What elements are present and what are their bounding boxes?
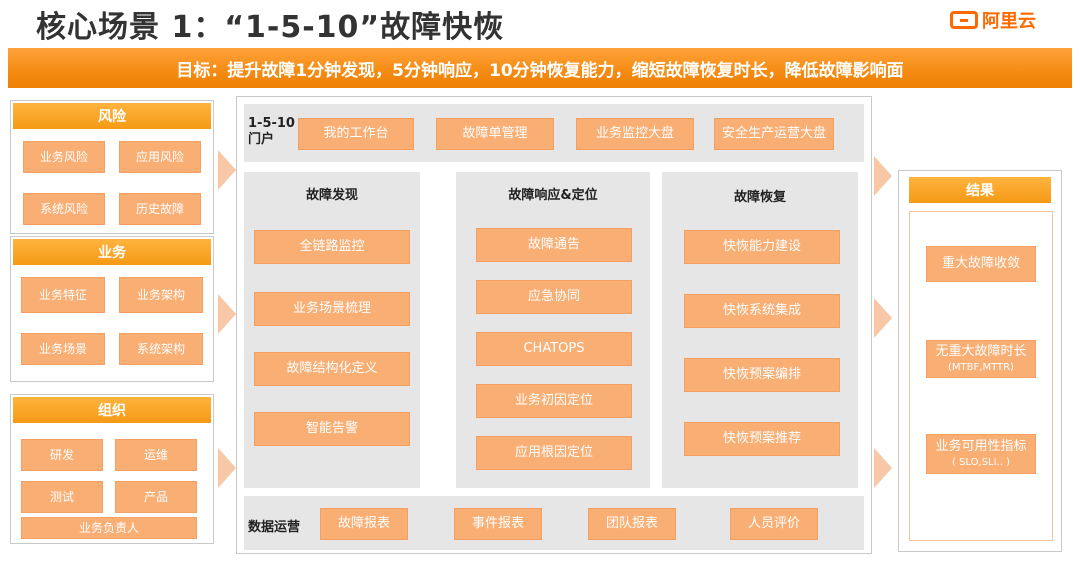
risk-item: 业务风险 (23, 141, 105, 173)
risk-item: 应用风险 (119, 141, 201, 173)
result-item-main: 无重大故障时长 (935, 343, 1027, 359)
logo-text: 阿里云 (982, 11, 1036, 32)
portal-label-line2: 门户 (248, 132, 275, 148)
data-ops-item: 团队报表 (588, 508, 676, 540)
result-item: 重大故障收敛 (926, 246, 1036, 282)
result-header: 结果 (909, 177, 1051, 203)
portal-item: 业务监控大盘 (576, 118, 694, 150)
recovery-item: 快恢能力建设 (684, 230, 840, 264)
recovery-item: 快恢系统集成 (684, 294, 840, 328)
org-header: 组织 (13, 397, 211, 423)
business-panel: 业务 业务特征 业务架构 业务场景 系统架构 (10, 236, 214, 382)
data-ops-label: 数据运营 (248, 520, 301, 535)
business-item: 业务架构 (119, 277, 203, 313)
result-list: 重大故障收敛 无重大故障时长 (MTBF,MTTR) 业务可用性指标 ( SLO… (909, 211, 1053, 541)
column-title: 故障发现 (305, 188, 358, 203)
business-header: 业务 (13, 239, 211, 265)
column-recovery: 故障恢复 快恢能力建设 快恢系统集成 快恢预案编排 快恢预案推荐 (662, 172, 858, 488)
result-item: 无重大故障时长 (MTBF,MTTR) (926, 340, 1036, 378)
column-discovery: 故障发现 全链路监控 业务场景梳理 故障结构化定义 智能告警 (244, 172, 420, 488)
org-item: 测试 (21, 481, 103, 513)
goal-banner: 目标：提升故障1分钟发现，5分钟响应，10分钟恢复能力，缩短故障恢复时长，降低故… (8, 48, 1072, 88)
org-item-wide: 业务负责人 (21, 517, 197, 539)
result-item-sub: (MTBF,MTTR) (948, 361, 1014, 373)
portal-label: 1-5-10 门户 (248, 116, 302, 149)
arrow-right-icon (218, 150, 236, 190)
org-item: 运维 (115, 439, 197, 471)
page-title: 核心场景 1：“1-5-10”故障快恢 (36, 10, 505, 45)
business-item: 业务场景 (21, 333, 105, 365)
arrow-right-icon (874, 156, 892, 196)
column-response: 故障响应&定位 故障通告 应急协同 CHATOPS 业务初因定位 应用根因定位 (456, 172, 650, 488)
risk-header: 风险 (13, 103, 211, 129)
discovery-item: 业务场景梳理 (254, 292, 410, 326)
recovery-item: 快恢预案编排 (684, 358, 840, 392)
org-panel: 组织 研发 运维 测试 产品 业务负责人 (10, 394, 214, 544)
result-panel: 结果 重大故障收敛 无重大故障时长 (MTBF,MTTR) 业务可用性指标 ( … (898, 170, 1062, 552)
response-item: 故障通告 (476, 228, 632, 262)
arrow-right-icon (218, 448, 236, 488)
result-item: 业务可用性指标 ( SLO,SLI.. ) (926, 434, 1036, 474)
arrow-right-icon (874, 298, 892, 338)
recovery-item: 快恢预案推荐 (684, 422, 840, 456)
result-item-main: 重大故障收敛 (941, 255, 1020, 271)
portal-row: 1-5-10 门户 我的工作台 故障单管理 业务监控大盘 安全生产运营大盘 (244, 104, 864, 162)
response-item: CHATOPS (476, 332, 632, 366)
discovery-item: 智能告警 (254, 412, 410, 446)
risk-item: 系统风险 (23, 193, 105, 225)
data-ops-item: 人员评价 (730, 508, 818, 540)
risk-panel: 风险 业务风险 应用风险 系统风险 历史故障 (10, 100, 214, 234)
discovery-item: 全链路监控 (254, 230, 410, 264)
aliyun-logo: 阿里云 (950, 8, 1036, 32)
arrow-right-icon (874, 448, 892, 488)
portal-item: 安全生产运营大盘 (714, 118, 834, 150)
portal-label-line1: 1-5-10 (248, 116, 295, 131)
column-title: 故障恢复 (733, 190, 786, 205)
response-item: 应用根因定位 (476, 436, 632, 470)
result-item-main: 业务可用性指标 (935, 438, 1027, 454)
data-ops-row: 数据运营 故障报表 事件报表 团队报表 人员评价 (244, 496, 864, 550)
business-item: 系统架构 (119, 333, 203, 365)
response-item: 应急协同 (476, 280, 632, 314)
portal-item: 故障单管理 (436, 118, 554, 150)
org-item: 产品 (115, 481, 197, 513)
business-item: 业务特征 (21, 277, 105, 313)
result-item-sub: ( SLO,SLI.. ) (952, 456, 1010, 468)
data-ops-item: 事件报表 (454, 508, 542, 540)
org-item: 研发 (21, 439, 103, 471)
discovery-item: 故障结构化定义 (254, 352, 410, 386)
arrow-right-icon (218, 294, 236, 334)
risk-item: 历史故障 (119, 193, 201, 225)
response-item: 业务初因定位 (476, 384, 632, 418)
data-ops-item: 故障报表 (320, 508, 408, 540)
portal-item: 我的工作台 (298, 118, 414, 150)
column-title: 故障响应&定位 (508, 188, 598, 203)
aliyun-logo-icon (950, 11, 978, 29)
